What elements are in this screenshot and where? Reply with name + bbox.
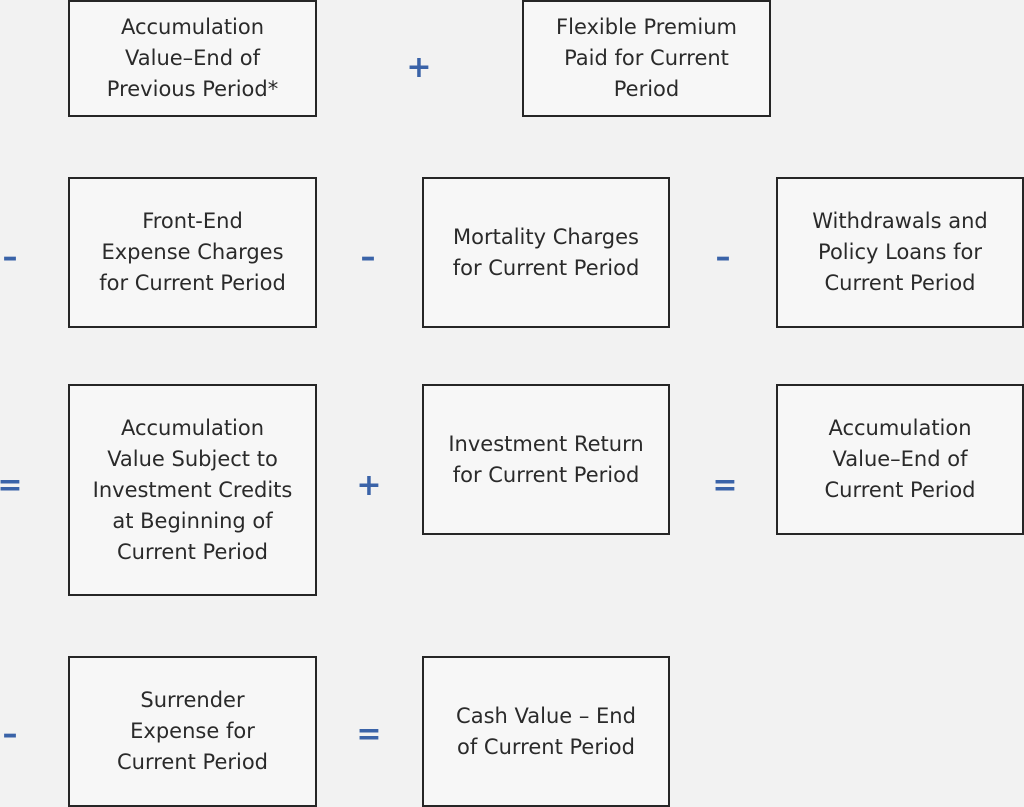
box-label: Front-End Expense Charges for Current Pe… xyxy=(99,209,286,295)
box-label: Mortality Charges for Current Period xyxy=(452,224,640,280)
plus-operator: + xyxy=(356,468,382,503)
box-label: Investment Return for Current Period xyxy=(448,431,644,487)
accumulation-value-end-box: Accumulation Value–End of Current Period xyxy=(776,384,1024,535)
box-label: Withdrawals and Policy Loans for Current… xyxy=(812,209,988,295)
box-label: Flexible Premium Paid for Current Period xyxy=(556,15,737,101)
box-label: Cash Value – End of Current Period xyxy=(456,703,636,759)
mortality-charges-box: Mortality Charges for Current Period xyxy=(422,177,670,328)
front-end-expense-box: Front-End Expense Charges for Current Pe… xyxy=(68,177,317,328)
equals-operator: = xyxy=(0,468,23,503)
equals-operator: = xyxy=(356,717,382,752)
surrender-expense-box: Surrender Expense for Current Period xyxy=(68,656,317,807)
box-label: Accumulation Value–End of Previous Perio… xyxy=(106,15,279,101)
plus-operator: + xyxy=(406,50,432,85)
withdrawals-policy-loans-box: Withdrawals and Policy Loans for Current… xyxy=(776,177,1024,328)
equals-operator: = xyxy=(712,468,738,503)
minus-operator: – xyxy=(360,240,376,275)
box-label: Accumulation Value Subject to Investment… xyxy=(92,415,293,564)
box-label: Surrender Expense for Current Period xyxy=(116,688,269,774)
accumulation-value-previous-period-box: Accumulation Value–End of Previous Perio… xyxy=(68,0,317,117)
investment-return-box: Investment Return for Current Period xyxy=(422,384,670,535)
minus-operator: – xyxy=(715,240,731,275)
minus-operator: – xyxy=(2,717,18,752)
box-label: Accumulation Value–End of Current Period xyxy=(824,416,976,502)
cash-value-end-box: Cash Value – End of Current Period xyxy=(422,656,670,807)
minus-operator: – xyxy=(2,240,18,275)
value-subject-to-credits-box: Accumulation Value Subject to Investment… xyxy=(68,384,317,596)
flexible-premium-box: Flexible Premium Paid for Current Period xyxy=(522,0,771,117)
